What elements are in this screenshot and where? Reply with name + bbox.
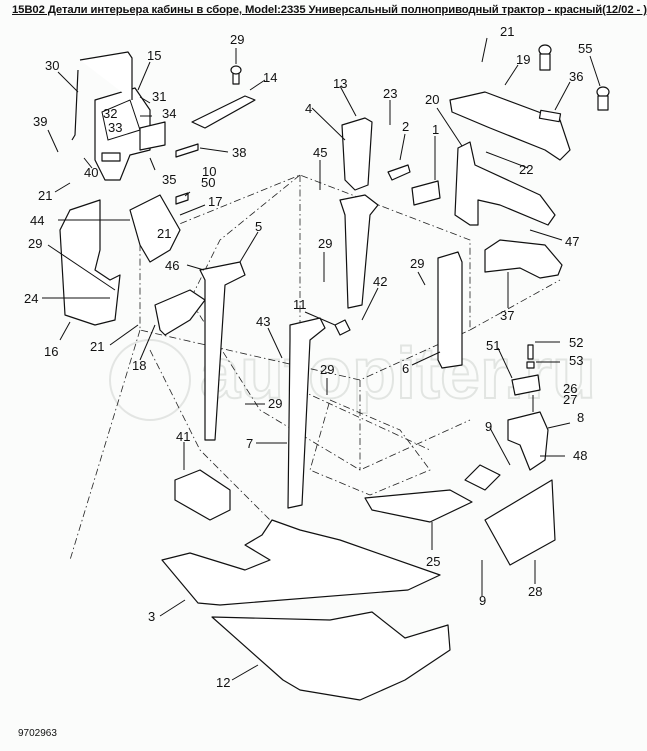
- part-51-plate: [511, 374, 541, 396]
- callout-24: 24: [24, 291, 38, 306]
- callout-21: 21: [157, 226, 171, 241]
- callout-29: 29: [268, 396, 282, 411]
- callout-27: 27: [563, 392, 577, 407]
- part-28-panel: [484, 479, 556, 566]
- callout-25: 25: [426, 554, 440, 569]
- watermark: autopiter.ru: [109, 333, 597, 421]
- callout-28: 28: [528, 584, 542, 599]
- callout-23: 23: [383, 86, 397, 101]
- callout-45: 45: [313, 145, 327, 160]
- callout-35: 35: [162, 172, 176, 187]
- callout-11: 11: [293, 297, 307, 312]
- callout-labels: 29 15 30 31 32 33 34 14 39 40 38 35 10 5…: [24, 24, 592, 690]
- part-3-floor-mat: [161, 519, 441, 606]
- callout-12: 12: [216, 675, 230, 690]
- callout-9: 9: [485, 419, 492, 434]
- part-38: [175, 143, 199, 158]
- callout-18: 18: [132, 358, 146, 373]
- callout-1: 1: [432, 122, 439, 137]
- part-6-pillar: [437, 251, 463, 369]
- part-8-bracket: [507, 411, 549, 471]
- callout-37: 37: [500, 308, 514, 323]
- part-14-bracket: [191, 65, 256, 129]
- part-11: [334, 319, 351, 336]
- part-2-clip: [387, 164, 411, 181]
- callout-5: 5: [255, 219, 262, 234]
- part-18: [154, 289, 206, 336]
- part-16-side-panel: [59, 194, 181, 326]
- callout-13: 13: [333, 76, 347, 91]
- callout-30: 30: [45, 58, 59, 73]
- diagram-title: 15B02 Детали интерьера кабины в сборе, M…: [12, 4, 647, 16]
- callout-48: 48: [573, 448, 587, 463]
- callout-22: 22: [519, 162, 533, 177]
- exploded-parts-diagram: autopiter.ru: [24, 24, 610, 701]
- callout-8: 8: [577, 410, 584, 425]
- callout-29: 29: [410, 256, 424, 271]
- part-20-fender-trim: [454, 141, 556, 226]
- callout-43: 43: [256, 314, 270, 329]
- callout-46: 46: [165, 258, 179, 273]
- part-1-plate: [411, 180, 441, 206]
- callout-38: 38: [232, 145, 246, 160]
- callout-21: 21: [90, 339, 104, 354]
- callout-17: 17: [208, 194, 222, 209]
- part-7-pillar: [287, 317, 326, 509]
- callout-55: 55: [578, 41, 592, 56]
- callout-41: 41: [176, 429, 190, 444]
- callout-51: 51: [486, 338, 500, 353]
- part-52-bolt: [527, 344, 534, 360]
- callout-9: 9: [479, 593, 486, 608]
- callout-44: 44: [30, 213, 44, 228]
- part-37: [484, 239, 563, 279]
- callout-10: 10: [202, 164, 216, 179]
- callout-33: 33: [108, 120, 122, 135]
- part-12-floor-mat: [211, 611, 451, 701]
- part-53-nut: [526, 361, 535, 369]
- callout-42: 42: [373, 274, 387, 289]
- part-9-mount: [464, 464, 501, 491]
- part-25: [364, 489, 473, 523]
- callout-29: 29: [318, 236, 332, 251]
- callout-29: 29: [230, 32, 244, 47]
- leader-lines: [42, 37, 601, 681]
- callout-40: 40: [84, 165, 98, 180]
- callout-20: 20: [425, 92, 439, 107]
- watermark-text: autopiter.ru: [200, 334, 596, 414]
- callout-19: 19: [516, 52, 530, 67]
- callout-47: 47: [565, 234, 579, 249]
- callout-21: 21: [500, 24, 514, 39]
- callout-39: 39: [33, 114, 47, 129]
- callout-52: 52: [569, 335, 583, 350]
- callout-31: 31: [152, 89, 166, 104]
- callout-26: 26: [563, 381, 577, 396]
- part-19-console: [449, 44, 610, 161]
- callout-50: 50: [201, 175, 215, 190]
- callout-32: 32: [103, 106, 117, 121]
- callout-21: 21: [38, 188, 52, 203]
- callout-2: 2: [402, 119, 409, 134]
- callout-36: 36: [569, 69, 583, 84]
- callout-29: 29: [28, 236, 42, 251]
- callout-14: 14: [263, 70, 277, 85]
- callout-53: 53: [569, 353, 583, 368]
- callout-34: 34: [162, 106, 176, 121]
- callout-6: 6: [402, 361, 409, 376]
- part-41-tray: [174, 469, 231, 521]
- part-4-13-pillar: [339, 117, 379, 309]
- document-number: 9702963: [18, 728, 57, 739]
- callout-29: 29: [320, 362, 334, 377]
- part-15-dash-panel: [71, 51, 166, 181]
- callout-3: 3: [148, 609, 155, 624]
- part-5-pillar: [199, 261, 246, 441]
- callout-4: 4: [305, 101, 312, 116]
- callout-15: 15: [147, 48, 161, 63]
- callout-7: 7: [246, 436, 253, 451]
- callout-16: 16: [44, 344, 58, 359]
